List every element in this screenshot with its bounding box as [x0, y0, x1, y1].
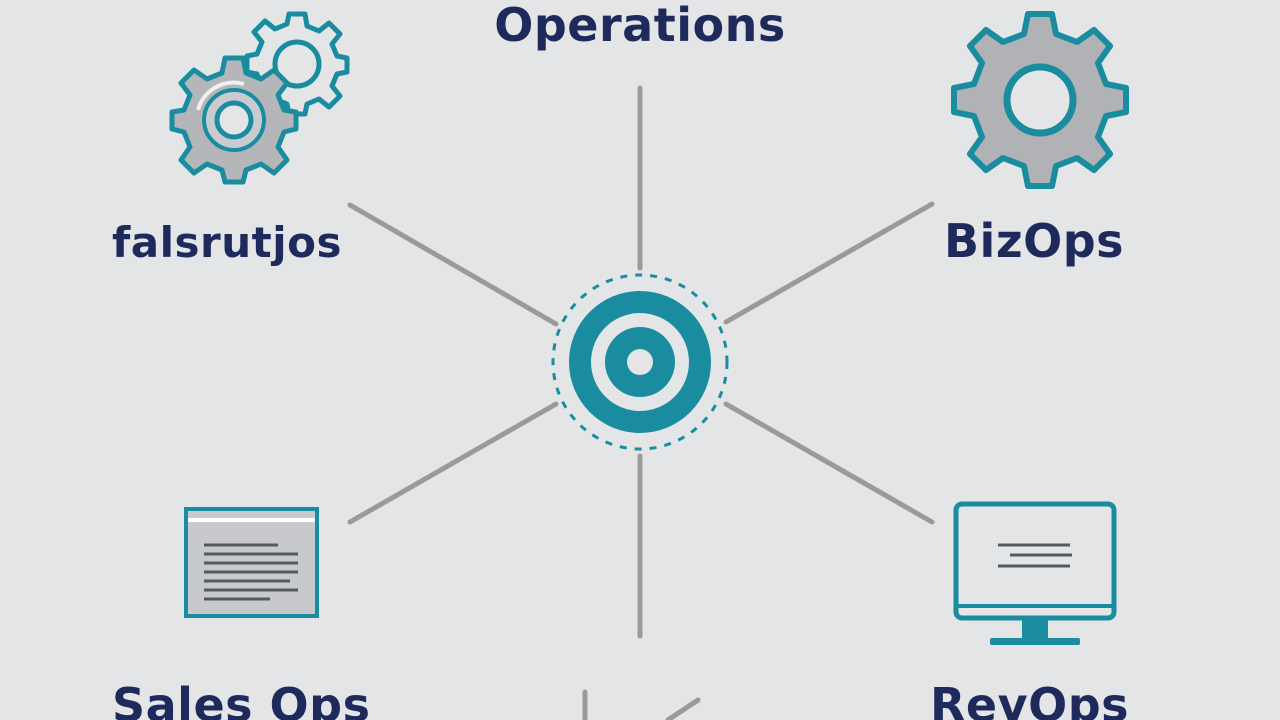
node-label-right: BizOps	[944, 214, 1125, 268]
connector-right	[723, 201, 935, 325]
connector-bottom-right	[723, 401, 935, 525]
connector-left	[347, 202, 559, 327]
node-label-top: Operations	[494, 0, 786, 52]
connector-bottom-diagonal	[665, 697, 701, 720]
node-label-bottom-right: RevOps	[930, 678, 1130, 720]
connector-bottom-left	[347, 401, 559, 525]
node-label-bottom-left: Sales Ops	[112, 678, 371, 720]
node-label-left: falsrutjos	[112, 218, 342, 267]
